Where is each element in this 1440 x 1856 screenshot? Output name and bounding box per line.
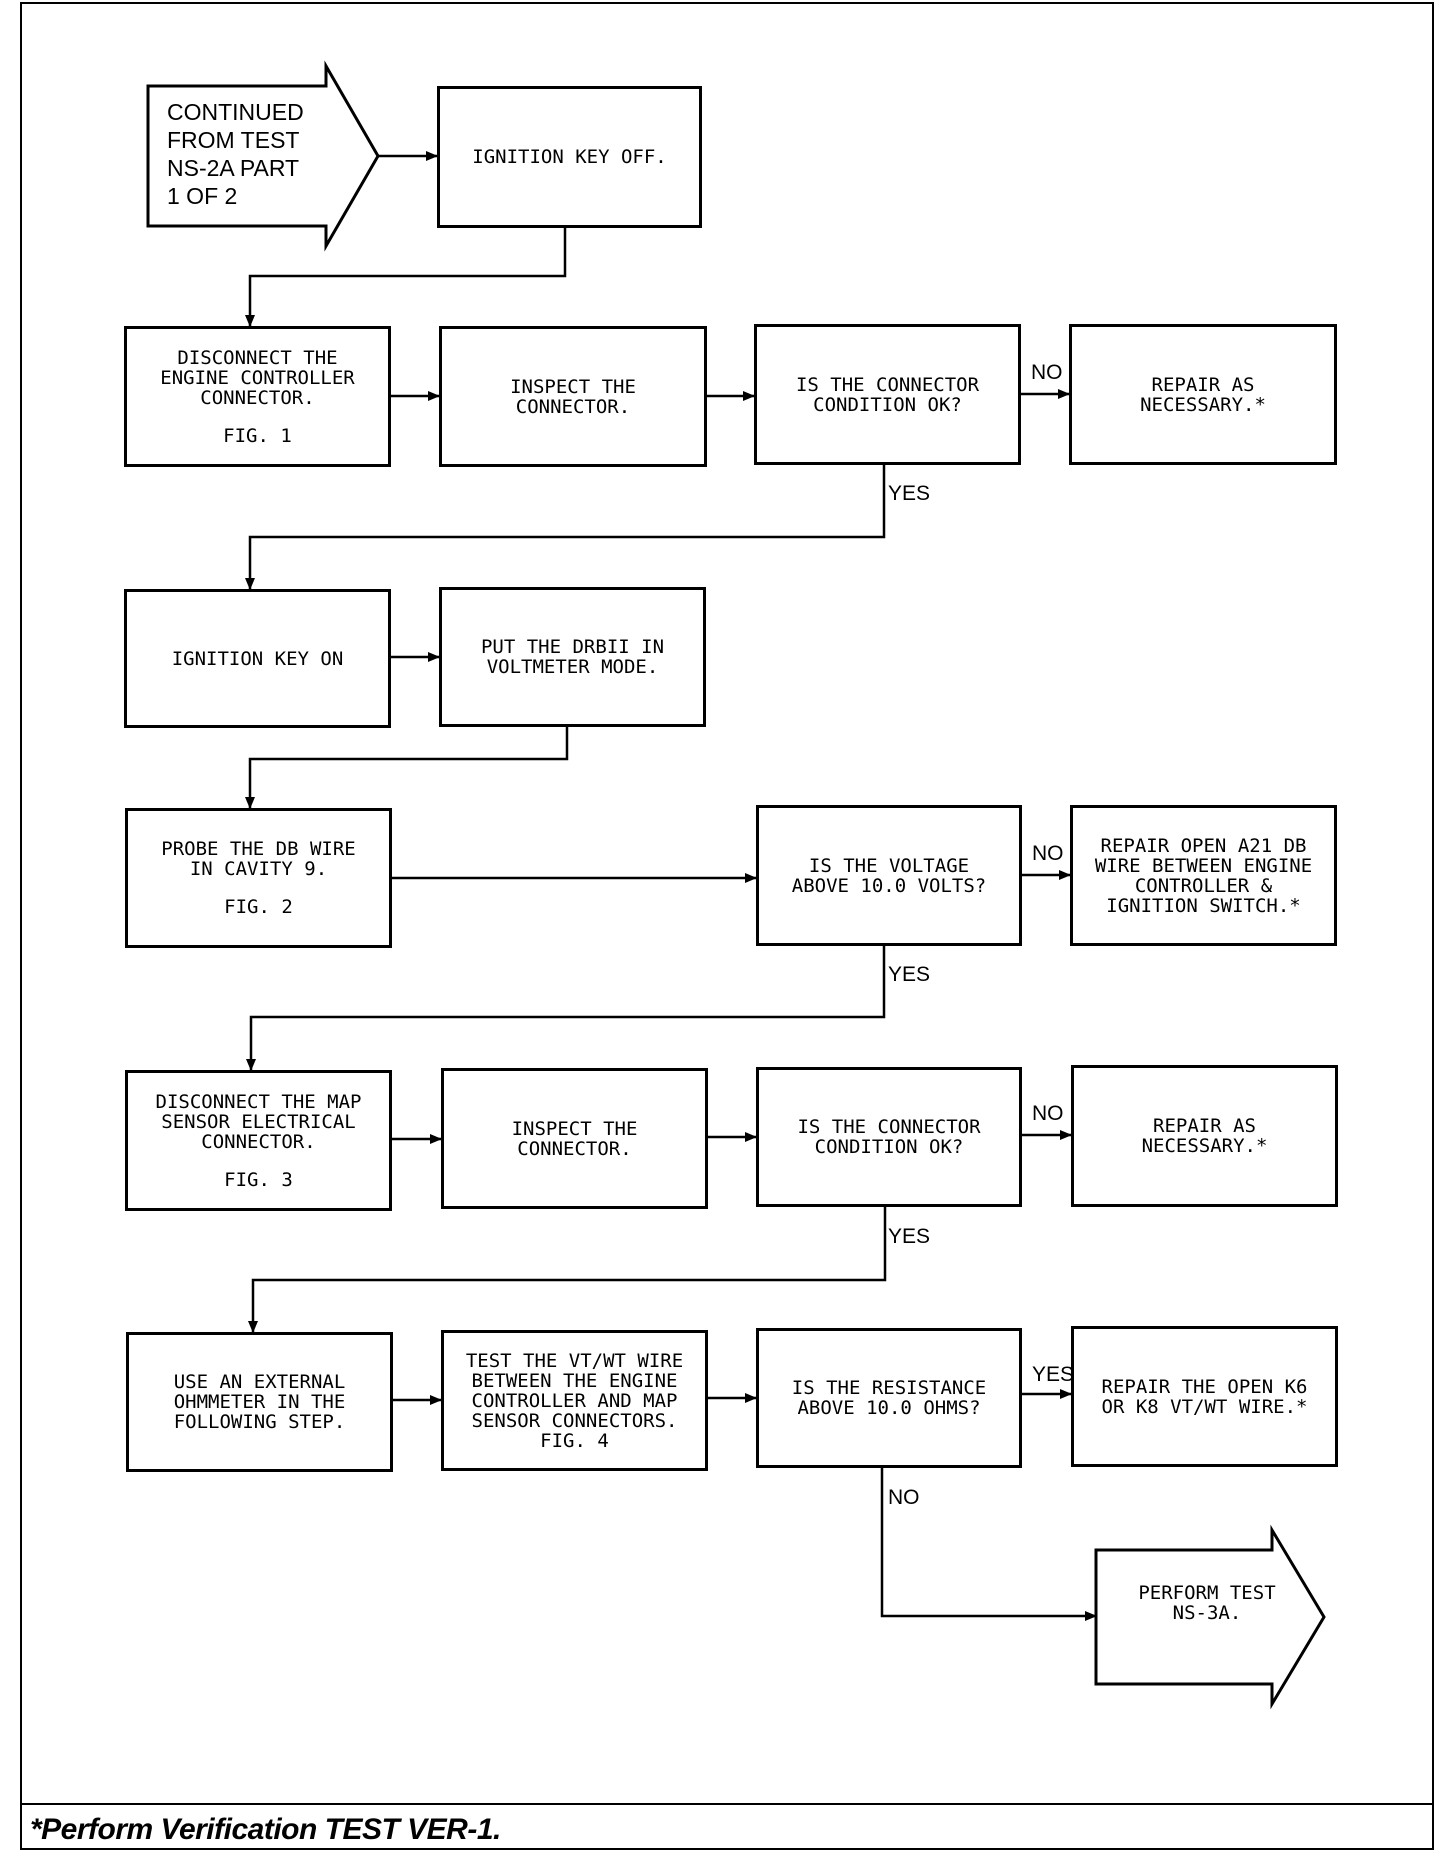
decision-voltage-above-10: IS THE VOLTAGE ABOVE 10.0 VOLTS? xyxy=(756,805,1022,946)
step-drbii-voltmeter: PUT THE DRBII IN VOLTMETER MODE. xyxy=(439,587,706,727)
label-no: NO xyxy=(1032,1102,1064,1125)
start-connector-text: CONTINUED FROM TEST NS-2A PART 1 OF 2 xyxy=(167,99,304,209)
step-text: PUT THE DRBII IN VOLTMETER MODE. xyxy=(480,636,665,678)
label-no: NO xyxy=(1032,842,1064,865)
footer-divider xyxy=(20,1803,1434,1805)
step-inspect-connector-2: INSPECT THE CONNECTOR. xyxy=(441,1068,708,1209)
step-text: IGNITION KEY OFF. xyxy=(472,146,667,168)
decision-text: IS THE CONNECTOR CONDITION OK? xyxy=(797,1116,981,1158)
step-text: REPAIR AS NECESSARY.* xyxy=(1140,373,1266,416)
step-text: DISCONNECT THE MAP SENSOR ELECTRICAL CON… xyxy=(155,1090,362,1153)
step-repair-as-necessary-1: REPAIR AS NECESSARY.* xyxy=(1069,324,1337,465)
label-yes: YES xyxy=(888,482,931,505)
decision-text: IS THE CONNECTOR CONDITION OK? xyxy=(795,373,980,416)
figure-ref: FIG. 2 xyxy=(224,896,293,918)
label-yes: YES xyxy=(888,1225,931,1248)
step-probe-db-wire: PROBE THE DB WIRE IN CAVITY 9. FIG. 2 xyxy=(125,808,392,948)
decision-connector-ok-1: IS THE CONNECTOR CONDITION OK? xyxy=(754,324,1021,465)
step-text: USE AN EXTERNAL OHMMETER IN THE FOLLOWIN… xyxy=(173,1371,346,1433)
step-inspect-connector-1: INSPECT THE CONNECTOR. xyxy=(439,326,707,467)
label-yes: YES xyxy=(1032,1363,1075,1386)
figure-ref: FIG. 1 xyxy=(223,424,292,447)
step-repair-open-a21: REPAIR OPEN A21 DB WIRE BETWEEN ENGINE C… xyxy=(1070,805,1337,946)
footer-note: *Perform Verification TEST VER-1. xyxy=(30,1813,501,1846)
decision-connector-ok-2: IS THE CONNECTOR CONDITION OK? xyxy=(756,1067,1022,1207)
step-use-external-ohmmeter: USE AN EXTERNAL OHMMETER IN THE FOLLOWIN… xyxy=(126,1332,393,1472)
label-no: NO xyxy=(1031,361,1063,384)
end-arrow-shape xyxy=(1094,1524,1326,1710)
step-test-vt-wt-wire: TEST THE VT/WT WIRE BETWEEN THE ENGINE C… xyxy=(441,1330,708,1471)
step-text: IGNITION KEY ON xyxy=(171,647,344,670)
step-repair-open-k6-k8: REPAIR THE OPEN K6 OR K8 VT/WT WIRE.* xyxy=(1071,1326,1338,1467)
step-disconnect-map-sensor: DISCONNECT THE MAP SENSOR ELECTRICAL CON… xyxy=(125,1070,392,1211)
decision-text: IS THE VOLTAGE ABOVE 10.0 VOLTS? xyxy=(791,854,987,897)
label-no: NO xyxy=(888,1486,920,1509)
step-text: PROBE THE DB WIRE IN CAVITY 9. xyxy=(161,838,356,880)
figure-ref: FIG. 3 xyxy=(224,1168,293,1191)
decision-text: IS THE RESISTANCE ABOVE 10.0 OHMS? xyxy=(791,1377,987,1419)
step-ignition-key-on: IGNITION KEY ON xyxy=(124,589,391,728)
step-text: DISCONNECT THE ENGINE CONTROLLER CONNECT… xyxy=(160,346,355,409)
end-connector-text: PERFORM TEST NS-3A. xyxy=(1138,1582,1276,1624)
step-text: INSPECT THE CONNECTOR. xyxy=(510,375,636,418)
start-arrow-shape xyxy=(146,60,380,252)
step-text: REPAIR AS NECESSARY.* xyxy=(1141,1115,1268,1157)
step-text: TEST THE VT/WT WIRE BETWEEN THE ENGINE C… xyxy=(465,1349,684,1452)
step-text: REPAIR OPEN A21 DB WIRE BETWEEN ENGINE C… xyxy=(1094,834,1313,917)
step-text: REPAIR THE OPEN K6 OR K8 VT/WT WIRE.* xyxy=(1101,1375,1308,1418)
label-yes: YES xyxy=(888,963,931,986)
step-text: INSPECT THE CONNECTOR. xyxy=(511,1117,638,1160)
decision-resistance-above-10: IS THE RESISTANCE ABOVE 10.0 OHMS? xyxy=(756,1328,1022,1468)
step-ignition-key-off: IGNITION KEY OFF. xyxy=(437,86,702,228)
step-disconnect-engine-controller: DISCONNECT THE ENGINE CONTROLLER CONNECT… xyxy=(124,326,391,467)
step-repair-as-necessary-2: REPAIR AS NECESSARY.* xyxy=(1071,1065,1338,1207)
